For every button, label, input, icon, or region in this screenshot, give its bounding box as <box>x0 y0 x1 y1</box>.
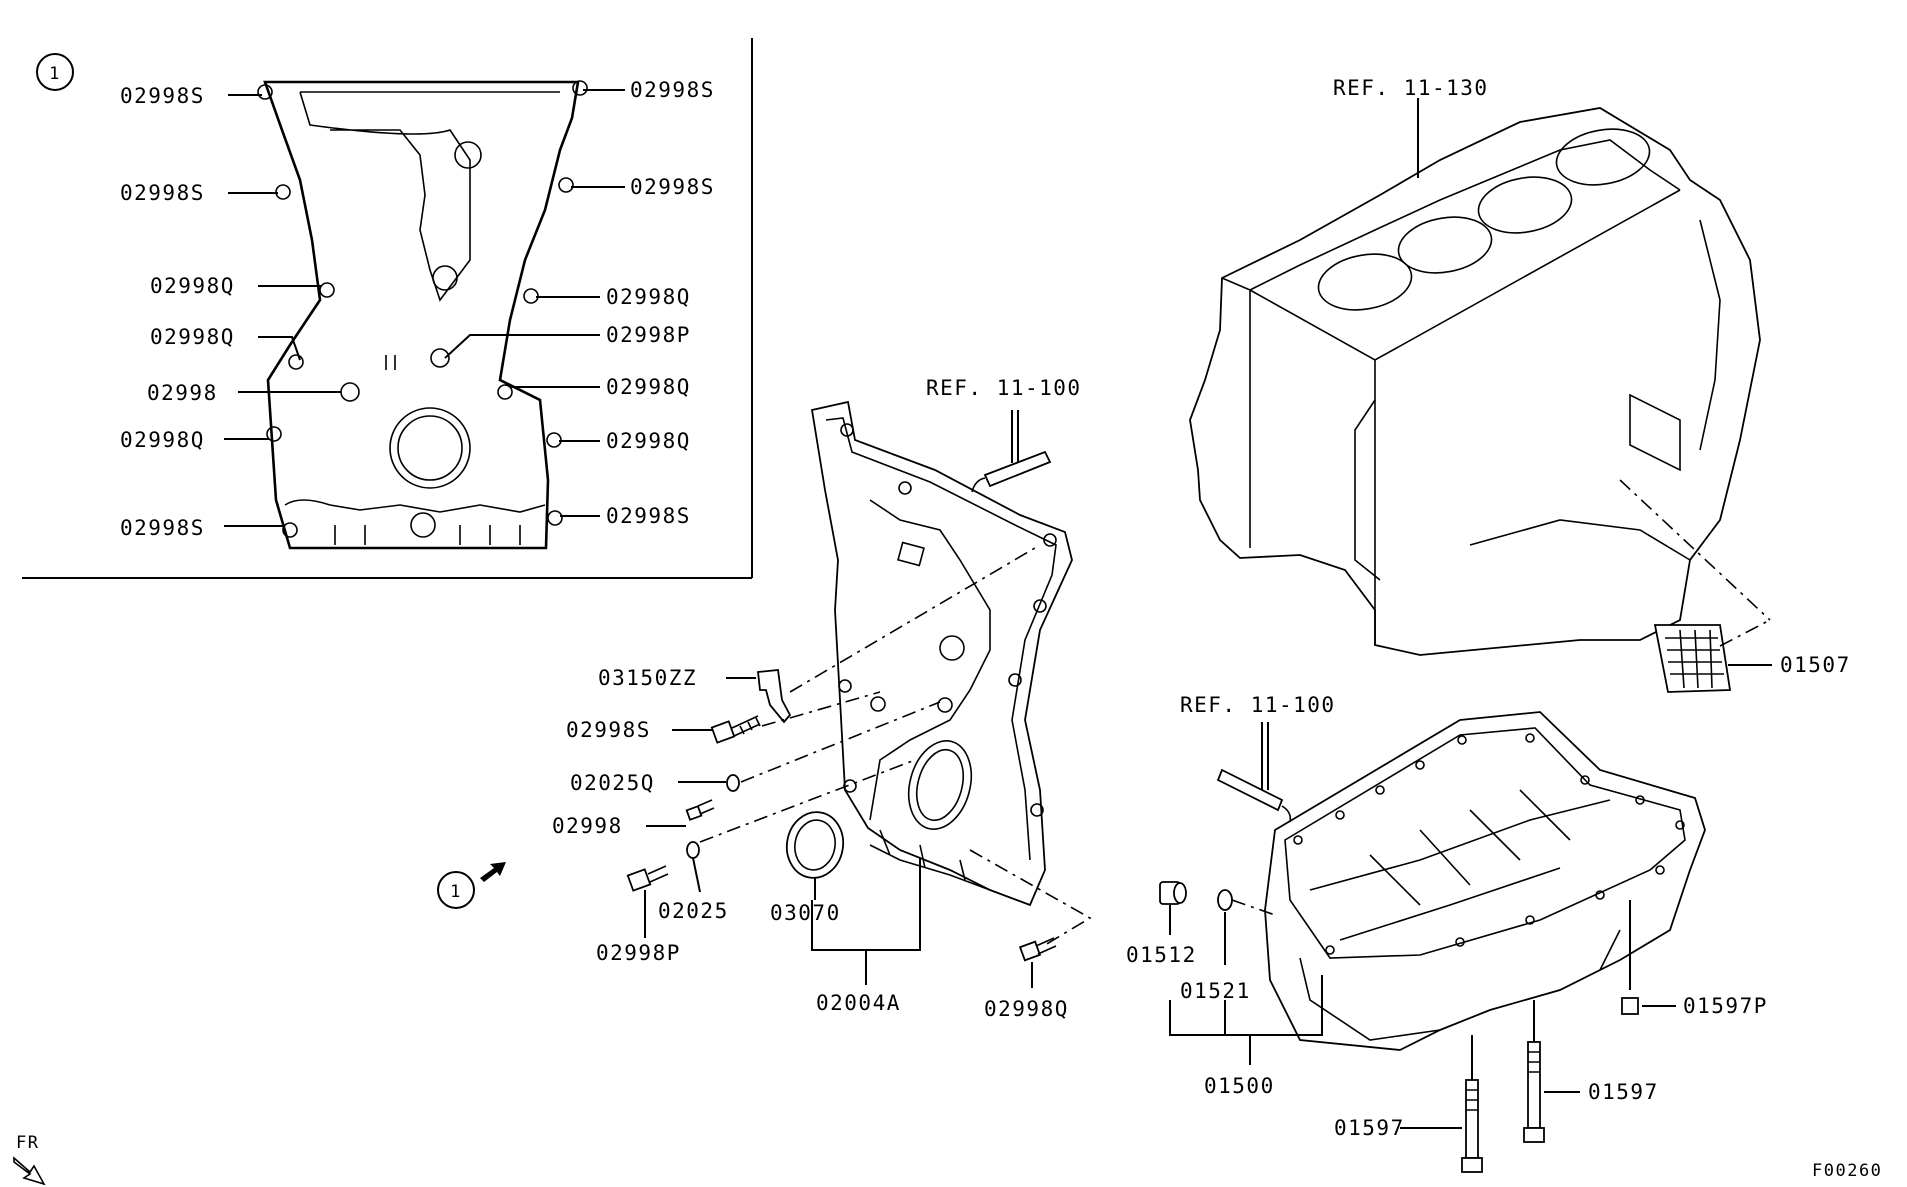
callout-01597p: 01597P <box>1683 994 1768 1018</box>
callout-03150zz: 03150ZZ <box>598 666 697 690</box>
sealant-tube-pan <box>1216 722 1292 823</box>
callout-02998s-5: 02998S <box>630 175 715 199</box>
callout-02998-1: 02998 <box>147 381 218 405</box>
detail-marker-circle-2 <box>437 871 475 909</box>
callout-02998q-2: 02998Q <box>150 325 235 349</box>
callout-02998q-3: 02998Q <box>120 428 205 452</box>
callout-02998p-2: 02998P <box>596 941 681 965</box>
callout-03070: 03070 <box>770 901 841 925</box>
front-orientation: FR <box>13 1133 46 1186</box>
callout-02025: 02025 <box>658 899 729 923</box>
cover-small-parts <box>626 544 1092 988</box>
callout-01597-2: 01597 <box>1588 1080 1659 1104</box>
orientation-label: FR <box>16 1133 39 1153</box>
callout-02998s-2: 02998S <box>120 181 205 205</box>
callout-02998s-6: 02998S <box>606 504 691 528</box>
callout-01597-1: 01597 <box>1334 1116 1405 1140</box>
oil-screen-01507 <box>1619 479 1772 693</box>
callout-02998s-3: 02998S <box>120 516 205 540</box>
detail-marker-label-2: 1 <box>450 882 462 902</box>
front-arrow-icon <box>13 1156 46 1186</box>
detail-arrow-icon <box>480 862 506 882</box>
callout-02998q-4: 02998Q <box>606 285 691 309</box>
callout-02998s-1: 02998S <box>120 84 205 108</box>
callout-02998s-7: 02998S <box>566 718 651 742</box>
callout-01512: 01512 <box>1126 943 1197 967</box>
callout-01500: 01500 <box>1204 1074 1275 1098</box>
ref-engine-block: REF. 11-130 <box>1333 76 1489 100</box>
callout-02998p-1: 02998P <box>606 323 691 347</box>
timing-cover-assembly <box>810 400 1073 907</box>
callout-02004a: 02004A <box>816 991 901 1015</box>
oil-pan <box>1264 711 1706 1051</box>
detail-marker-label: 1 <box>49 64 61 84</box>
drain-plug-parts <box>1159 881 1323 1065</box>
callout-02998q-6: 02998Q <box>606 429 691 453</box>
callout-02998q-7: 02998Q <box>984 997 1069 1021</box>
figure-code: F00260 <box>1812 1161 1882 1181</box>
inset-leaders <box>224 89 625 527</box>
callout-02998q-5: 02998Q <box>606 375 691 399</box>
detail-inset: 1 <box>22 38 753 579</box>
inset-timing-cover <box>263 80 580 550</box>
detail-marker-circle <box>36 53 74 91</box>
callout-02998-2: 02998 <box>552 814 623 838</box>
ref-sealant-cover: REF. 11-100 <box>926 376 1082 400</box>
pan-bolts <box>1400 900 1676 1173</box>
sealant-tube-cover <box>971 410 1052 493</box>
inset-bolts <box>257 80 588 538</box>
callout-02998q-1: 02998Q <box>150 274 235 298</box>
callout-02998s-4: 02998S <box>630 78 715 102</box>
ref-sealant-pan: REF. 11-100 <box>1180 693 1336 717</box>
engine-block <box>1189 98 1761 656</box>
callout-02025q: 02025Q <box>570 771 655 795</box>
callout-01521: 01521 <box>1180 979 1251 1003</box>
callout-01507: 01507 <box>1780 653 1851 677</box>
